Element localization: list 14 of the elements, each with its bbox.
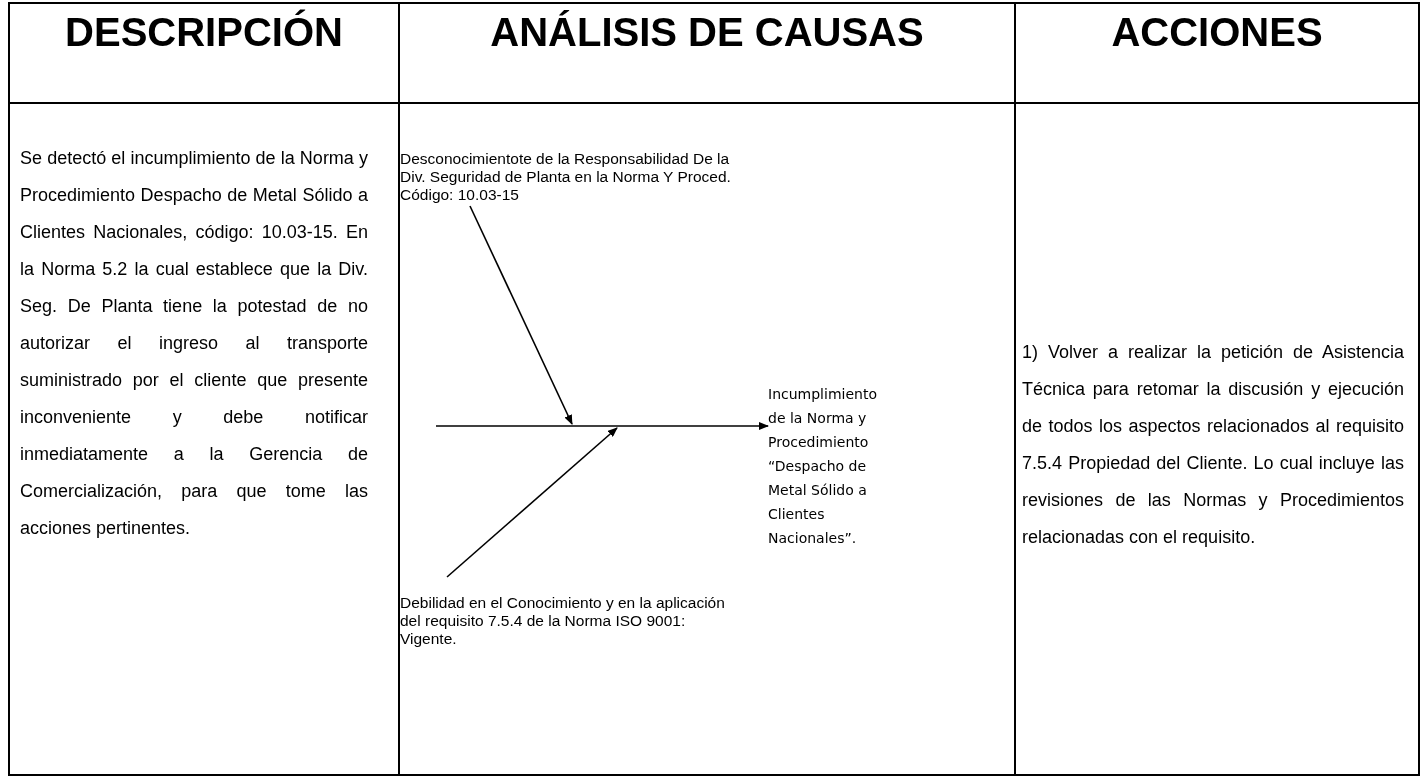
column-heading: ANÁLISIS DE CAUSAS <box>489 10 925 55</box>
table-column <box>1014 2 1420 776</box>
column-heading: DESCRIPCIÓN <box>64 10 344 55</box>
arrow <box>435 422 769 430</box>
cause-text: Debilidad en el Conocimiento y en la aplicación del requisito 7.5.4 de la Norma ISO 9001: Vigente. <box>400 577 740 648</box>
description-paragraph: Se detectó el incumplimiento de la Norma y Procedimiento Despacho de Metal Sólido a Clientes Nacionales, código: 10.03-15. En la Norma 5.2 la cual establece que la Div. Seg. De Planta tiene la potestad de no autorizar el ingreso al transporte suministrado por el cliente que presente inconveniente y debe notificar inmediatamente a la Gerencia de Comercialización, para que tome las acciones pertinentes. <box>20 147 368 540</box>
arrow <box>469 205 573 425</box>
arrow <box>446 427 618 578</box>
table-column <box>398 2 1016 776</box>
table-column <box>8 2 400 776</box>
effect-text: Incumplimiento de la Norma y Procedimiento “Despacho de Metal Sólido a Clientes Nacionales”. <box>768 382 898 550</box>
cause-text: Desconocimientote de la Responsabilidad De la Div. Seguridad de Planta en la Norma Y Proced. Código: 10.03-15 <box>400 150 752 204</box>
description-paragraph: 1) Volver a realizar la petición de Asistencia Técnica para retomar la discusión y ejecución de todos los aspectos relacionados al requisito 7.5.4 Propiedad del Cliente. Lo cual incluye las revisiones de las Normas y Procedimientos relacionadas con el requisito. <box>1022 341 1404 549</box>
column-heading: ACCIONES <box>1110 10 1324 55</box>
